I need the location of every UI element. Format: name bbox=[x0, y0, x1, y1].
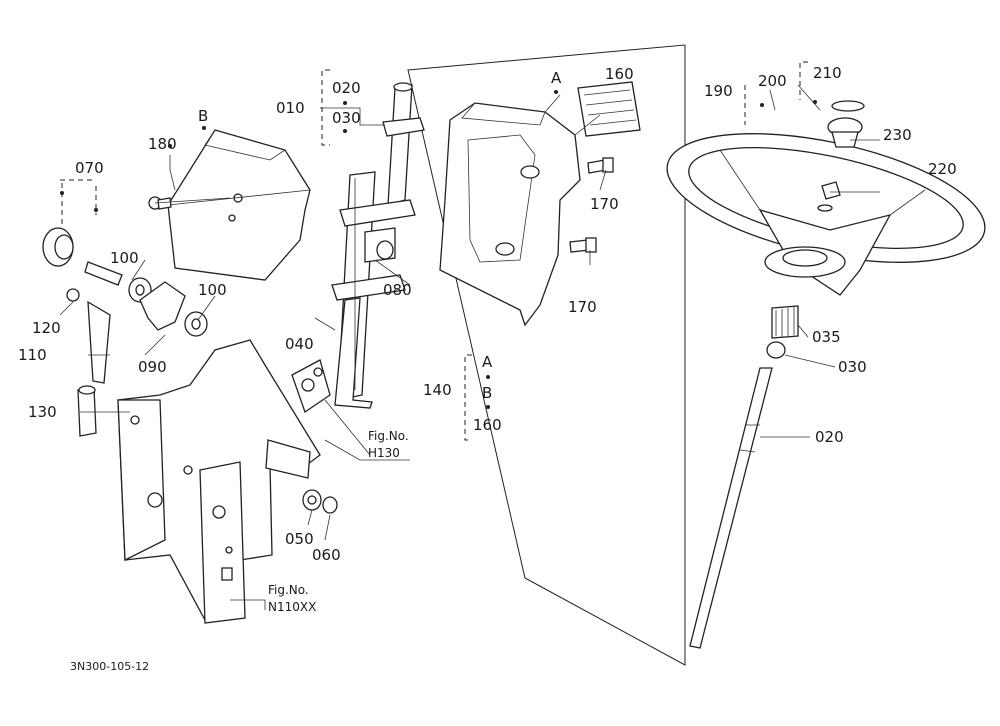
callout-020-upper: 020 bbox=[332, 79, 361, 97]
bullet-dot-icon bbox=[343, 101, 347, 105]
callout-110: 110 bbox=[18, 346, 47, 364]
callout-010: 010 bbox=[276, 99, 305, 117]
drawing-code: 3N300-105-12 bbox=[70, 660, 149, 673]
callout-140: 140 bbox=[423, 381, 452, 399]
bracket-frame-icon bbox=[117, 339, 321, 624]
callout-170-upper: 170 bbox=[590, 195, 619, 213]
bullet-dot-icon bbox=[60, 191, 64, 195]
callout-200: 200 bbox=[758, 72, 787, 90]
callout-180: 180 bbox=[148, 135, 177, 153]
fig-ref-n110xx-label: Fig.No. bbox=[268, 583, 309, 597]
callout-030-upper: 030 bbox=[332, 109, 361, 127]
letter-a-cover: A bbox=[551, 69, 562, 87]
bullet-dot-icon bbox=[343, 129, 347, 133]
callout-050: 050 bbox=[285, 530, 314, 548]
callout-100-right: 100 bbox=[198, 281, 227, 299]
callout-035: 035 bbox=[812, 328, 841, 346]
bullet-dot-icon bbox=[486, 405, 490, 409]
steering-wheel-icon bbox=[666, 133, 986, 296]
callout-080: 080 bbox=[383, 281, 412, 299]
bullet-dot-icon bbox=[554, 90, 558, 94]
label-plate-icon bbox=[577, 81, 641, 137]
linkage-mechanism-icon bbox=[291, 359, 371, 456]
steering-column-icon bbox=[331, 82, 425, 409]
dash-cover-a-icon bbox=[439, 102, 581, 327]
callout-030-right: 030 bbox=[838, 358, 867, 376]
callout-220: 220 bbox=[928, 160, 957, 178]
callout-230: 230 bbox=[883, 126, 912, 144]
bullet-dot-icon bbox=[94, 208, 98, 212]
bullet-dot-icon bbox=[202, 126, 206, 130]
callout-100-left: 100 bbox=[110, 249, 139, 267]
letter-b-kit: B bbox=[482, 384, 492, 402]
letter-a-kit: A bbox=[482, 353, 493, 371]
shaft-parts-icon bbox=[689, 305, 799, 649]
callout-070: 070 bbox=[75, 159, 104, 177]
callout-090: 090 bbox=[138, 358, 167, 376]
callout-190: 190 bbox=[704, 82, 733, 100]
callout-160-plate: 160 bbox=[605, 65, 634, 83]
center-cap-icon bbox=[817, 100, 865, 212]
callout-210: 210 bbox=[813, 64, 842, 82]
callout-120: 120 bbox=[32, 319, 61, 337]
callout-020-right: 020 bbox=[815, 428, 844, 446]
letter-b-cover: B bbox=[198, 107, 208, 125]
tilt-lever-icon bbox=[42, 227, 208, 437]
fig-ref-h130-number: H130 bbox=[368, 446, 400, 460]
nut-icon bbox=[302, 489, 338, 514]
callout-040: 040 bbox=[285, 335, 314, 353]
bullet-dot-icon bbox=[760, 103, 764, 107]
fig-ref-n110xx-number: N110XX bbox=[268, 600, 316, 614]
fig-ref-h130-label: Fig.No. bbox=[368, 429, 409, 443]
column-plane bbox=[407, 44, 686, 666]
bullet-dot-icon bbox=[168, 144, 172, 148]
bullet-dot-icon bbox=[813, 100, 817, 104]
callout-130: 130 bbox=[28, 403, 57, 421]
callout-060: 060 bbox=[312, 546, 341, 564]
bullet-dot-icon bbox=[486, 375, 490, 379]
callout-160-kit: 160 bbox=[473, 416, 502, 434]
callout-170-lower: 170 bbox=[568, 298, 597, 316]
cover-b-icon bbox=[167, 129, 311, 281]
bolt-icon bbox=[569, 237, 597, 253]
bolt-icon bbox=[587, 157, 614, 174]
